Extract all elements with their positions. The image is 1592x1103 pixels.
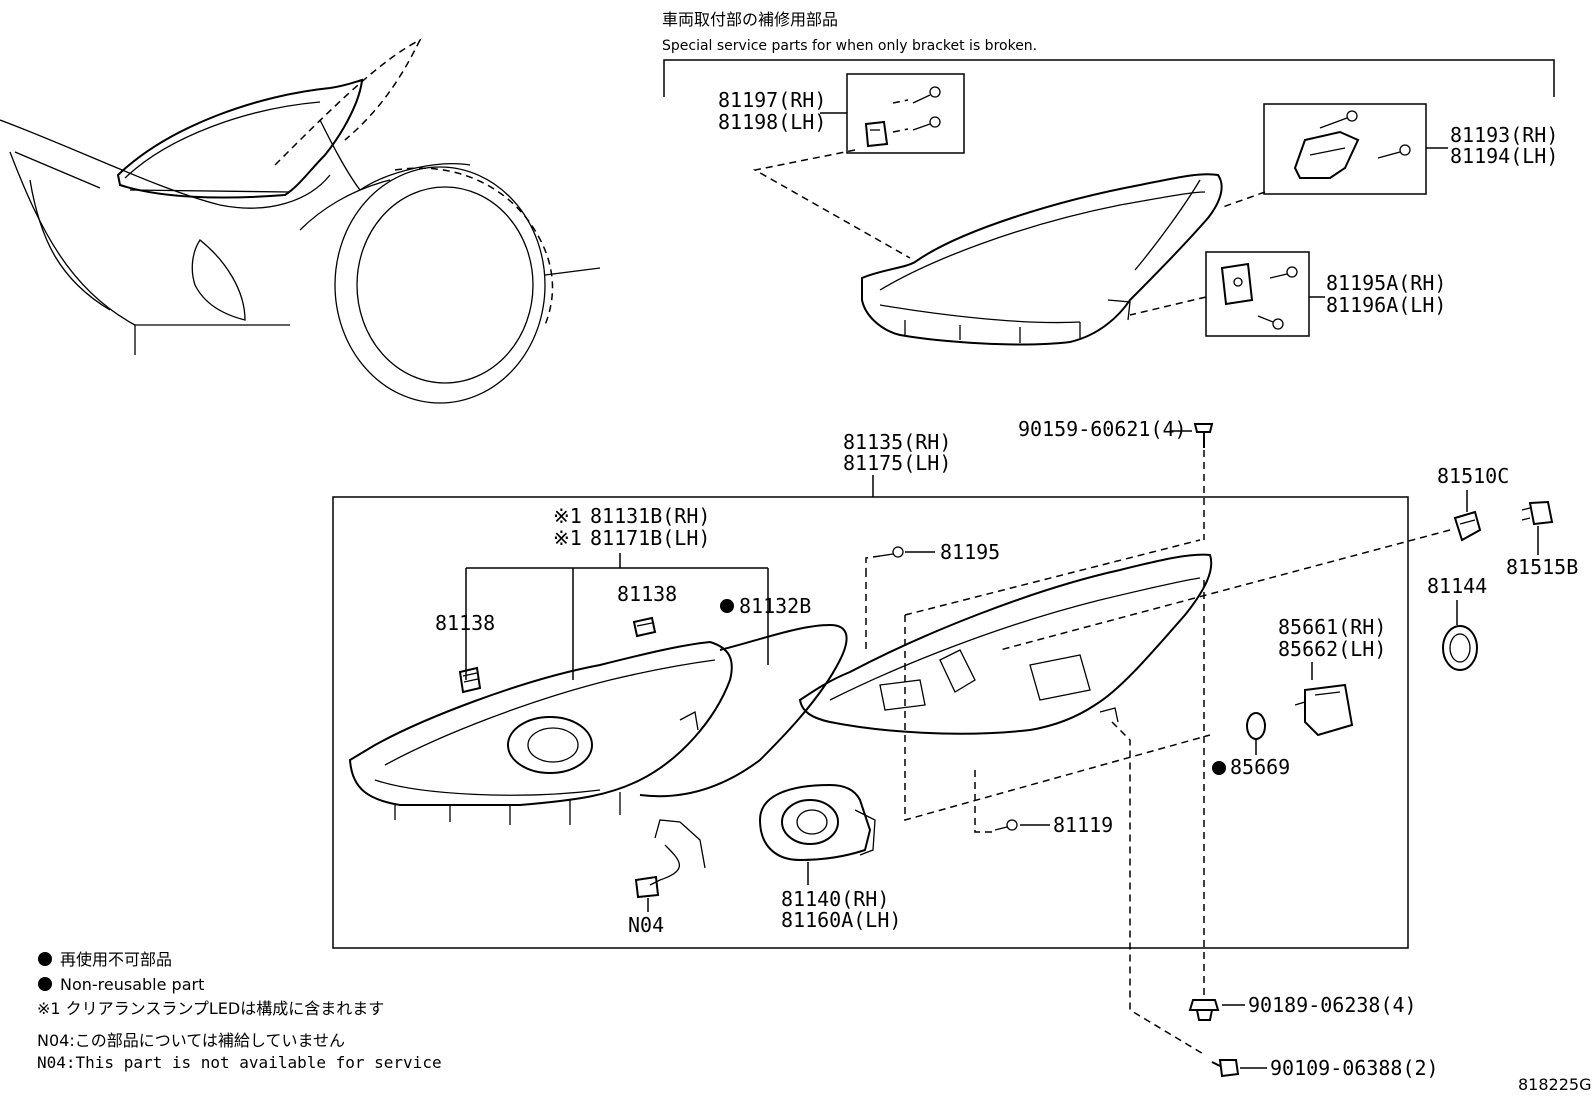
label-81138-right: 81138 bbox=[617, 582, 677, 606]
label-81140: 81140(RH) bbox=[781, 887, 889, 911]
label-90109: 90109-06388(2) bbox=[1270, 1056, 1439, 1080]
header-title-en: Special service parts for when only brac… bbox=[662, 38, 1037, 54]
label-81131B-mark: ※1 bbox=[553, 504, 582, 528]
label-85661: 85661(RH) bbox=[1278, 615, 1386, 639]
label-85662: 85662(LH) bbox=[1278, 637, 1386, 661]
label-81135: 81135(RH) bbox=[843, 430, 951, 454]
socket-81515B bbox=[1521, 500, 1554, 526]
gasket-81132B bbox=[639, 623, 848, 798]
label-81510C: 81510C bbox=[1437, 464, 1509, 488]
label-81132B: 81132B bbox=[739, 594, 811, 618]
label-81131B: 81131B(RH) bbox=[590, 504, 710, 528]
screw-90159 bbox=[1193, 423, 1214, 448]
clip-81138-right bbox=[632, 616, 657, 638]
label-81175: 81175(LH) bbox=[843, 451, 951, 475]
label-81119: 81119 bbox=[1053, 813, 1113, 837]
label-81160A: 81160A(LH) bbox=[781, 908, 901, 932]
headlamp-housing-top bbox=[861, 173, 1223, 346]
label-N04: N04 bbox=[628, 913, 664, 937]
legend-nonreusable-en: Non-reusable part bbox=[60, 975, 204, 994]
oring-85669 bbox=[1246, 712, 1266, 740]
label-81194: 81194(LH) bbox=[1450, 144, 1558, 168]
bracket-box-81197 bbox=[846, 73, 965, 154]
legend-nonreusable-ja: 再使用不可部品 bbox=[60, 950, 172, 969]
label-81195: 81195 bbox=[940, 540, 1000, 564]
label-81195A: 81195A(RH) bbox=[1326, 271, 1446, 295]
bracket-box-81193 bbox=[1263, 103, 1427, 195]
bracket-part-81193 bbox=[1293, 110, 1411, 179]
wire-harness-N04 bbox=[634, 819, 706, 899]
screw-81195 bbox=[879, 546, 904, 558]
projector-unit-81140 bbox=[758, 783, 876, 862]
legend-n04-en: N04:This part is not available for servi… bbox=[37, 1053, 442, 1072]
label-81138-left: 81138 bbox=[435, 611, 495, 635]
label-85669: 85669 bbox=[1230, 755, 1290, 779]
clip-nut-90189 bbox=[1188, 999, 1220, 1021]
legend-note1: ※1 クリアランスランプLEDは構成に含まれます bbox=[37, 999, 384, 1018]
label-81515B: 81515B bbox=[1506, 555, 1578, 579]
label-90159: 90159-60621(4) bbox=[1018, 417, 1187, 441]
label-81193: 81193(RH) bbox=[1450, 123, 1558, 147]
legend-n04-ja: N04:この部品については補給していません bbox=[37, 1031, 345, 1050]
label-81171B-mark: ※1 bbox=[553, 526, 582, 550]
headlamp-housing-rear bbox=[798, 553, 1213, 735]
headlamp-assembly-frame bbox=[332, 496, 1409, 949]
service-parts-bracket-frame bbox=[663, 59, 1555, 97]
label-81196A: 81196A(LH) bbox=[1326, 293, 1446, 317]
clip-81138-left bbox=[458, 666, 482, 694]
label-81144: 81144 bbox=[1427, 574, 1487, 598]
vehicle-front-illustration bbox=[0, 38, 601, 404]
headlamp-lens bbox=[348, 640, 733, 825]
diagram-code: 818225G bbox=[1518, 1075, 1591, 1094]
cap-81144 bbox=[1442, 625, 1478, 671]
bolt-90109 bbox=[1211, 1059, 1240, 1078]
bracket-part-81197 bbox=[864, 86, 941, 148]
leveling-actuator-85661 bbox=[1294, 683, 1354, 737]
label-81171B: 81171B(LH) bbox=[590, 526, 710, 550]
label-81197: 81197(RH) bbox=[718, 88, 826, 112]
bulb-81510C bbox=[1453, 510, 1482, 542]
label-81198: 81198(LH) bbox=[718, 110, 826, 134]
bracket-part-81195A bbox=[1220, 262, 1298, 330]
header-title-ja: 車両取付部の補修用部品 bbox=[662, 10, 838, 29]
bracket-box-81195A bbox=[1205, 251, 1310, 337]
label-90189: 90189-06238(4) bbox=[1248, 993, 1417, 1017]
screw-81119 bbox=[994, 819, 1018, 831]
